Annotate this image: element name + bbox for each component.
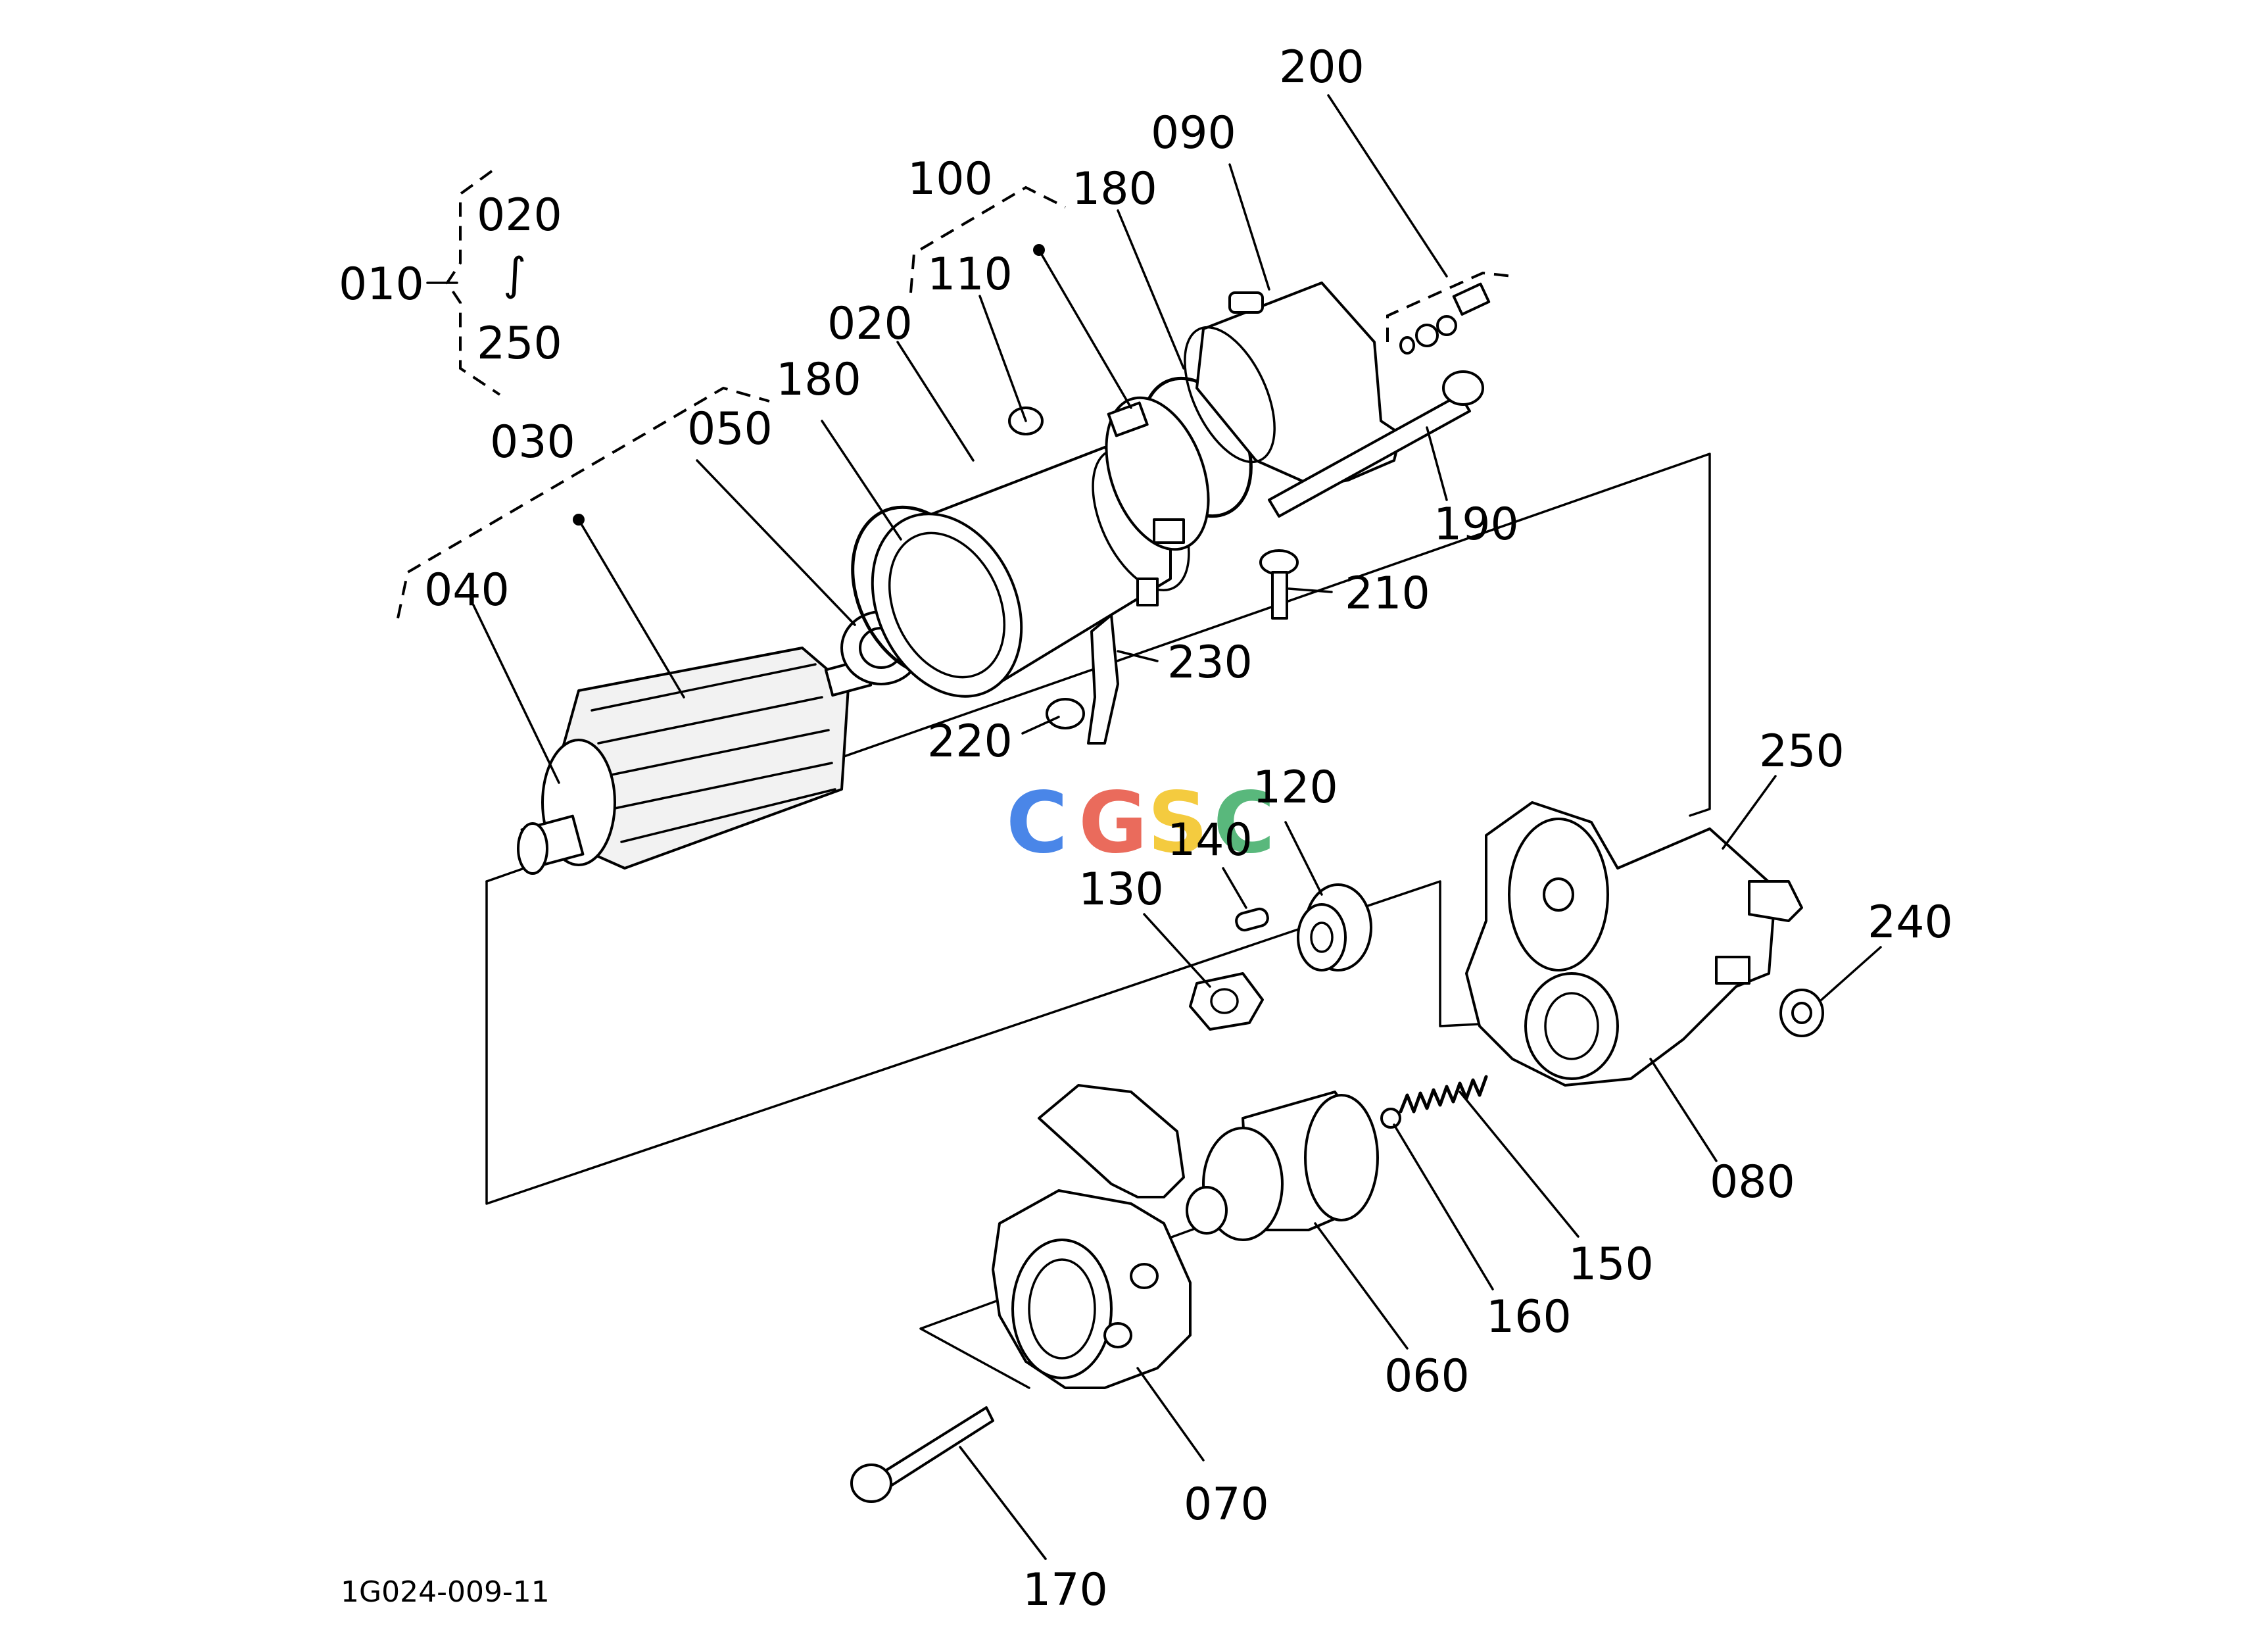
- screw: [1259, 549, 1299, 620]
- ball: [1380, 1108, 1401, 1129]
- watermark: C G S C: [1006, 774, 1275, 872]
- label-180-front: 180: [776, 354, 861, 406]
- label-bracket-250: 250: [477, 318, 562, 370]
- yoke: [871, 446, 1190, 698]
- label-040: 040: [424, 564, 510, 616]
- label-240: 240: [1868, 897, 1953, 948]
- label-100: 100: [907, 153, 993, 205]
- label-010: 010: [339, 258, 424, 310]
- assembly-bracket: 010 020 ∫ 250: [339, 170, 562, 396]
- gear: [1297, 883, 1372, 971]
- through-bolt: [1268, 370, 1484, 518]
- brush-terminal: [1046, 614, 1119, 745]
- label-230: 230: [1167, 637, 1253, 689]
- label-060: 060: [1384, 1350, 1470, 1402]
- label-130: 130: [1078, 864, 1164, 916]
- label-bracket-020: 020: [477, 189, 562, 241]
- retainer: [1189, 972, 1264, 1031]
- range-symbol: ∫: [503, 249, 526, 301]
- bracket-100: [909, 185, 1066, 293]
- bracket-200: [1386, 271, 1513, 342]
- spring: [1399, 1075, 1488, 1114]
- armature: [517, 647, 873, 875]
- label-200: 200: [1279, 41, 1364, 93]
- label-080: 080: [1710, 1156, 1795, 1208]
- label-250: 250: [1759, 725, 1845, 777]
- label-170: 170: [1023, 1564, 1108, 1616]
- label-210: 210: [1345, 568, 1430, 620]
- label-030: 030: [490, 416, 575, 468]
- label-160: 160: [1486, 1291, 1572, 1343]
- front-housing: [992, 1084, 1192, 1389]
- pinion-clutch: [1186, 1091, 1379, 1241]
- watermark-letter-3: S: [1147, 774, 1208, 872]
- label-090: 090: [1151, 107, 1236, 159]
- label-070: 070: [1184, 1479, 1269, 1531]
- nut: [1779, 989, 1824, 1037]
- label-220: 220: [927, 716, 1013, 768]
- rear-cover: [1184, 282, 1402, 488]
- bracket-030: [397, 386, 770, 619]
- label-190: 190: [1434, 499, 1519, 551]
- pin: [1235, 907, 1269, 932]
- label-020: 020: [827, 298, 913, 350]
- assembly-line-lower: [485, 880, 1507, 1205]
- label-140: 140: [1167, 814, 1253, 866]
- label-120: 120: [1253, 762, 1338, 814]
- long-bolt: [850, 1406, 994, 1503]
- watermark-letter-2: G: [1078, 774, 1147, 872]
- label-110: 110: [927, 249, 1013, 301]
- watermark-letter-4: C: [1213, 774, 1275, 872]
- nut-set: [1399, 282, 1491, 355]
- label-050: 050: [687, 403, 773, 455]
- watermark-letter-1: C: [1006, 774, 1068, 872]
- leader-lines: [472, 94, 1882, 1560]
- drive-housing: [1465, 801, 1803, 1087]
- label-150: 150: [1568, 1239, 1654, 1291]
- brush-holder: [1008, 396, 1210, 551]
- label-180-rear: 180: [1072, 163, 1157, 215]
- drawing-code: 1G024-009-11: [341, 1575, 550, 1609]
